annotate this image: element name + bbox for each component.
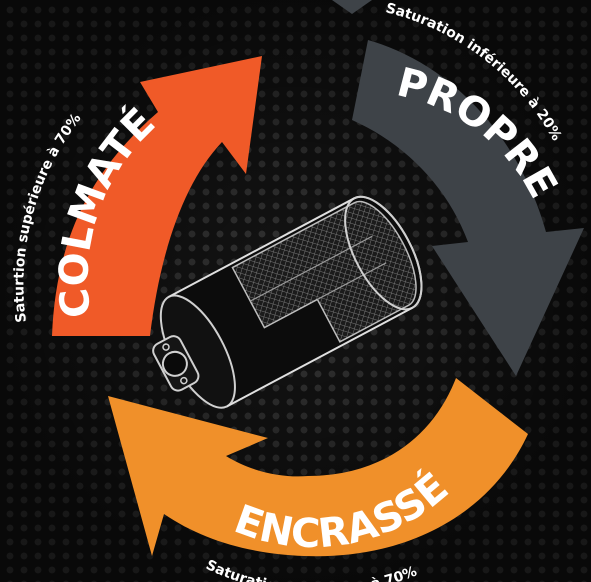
- colmate-arrow: [52, 56, 262, 336]
- propre-arrow: [352, 40, 584, 376]
- top-tip-shape: [332, 0, 372, 14]
- encrasse-arrow: [108, 378, 528, 557]
- particle-filter-icon: [152, 195, 423, 409]
- encrasse-note: Saturation inférieure à 70%: [203, 557, 419, 582]
